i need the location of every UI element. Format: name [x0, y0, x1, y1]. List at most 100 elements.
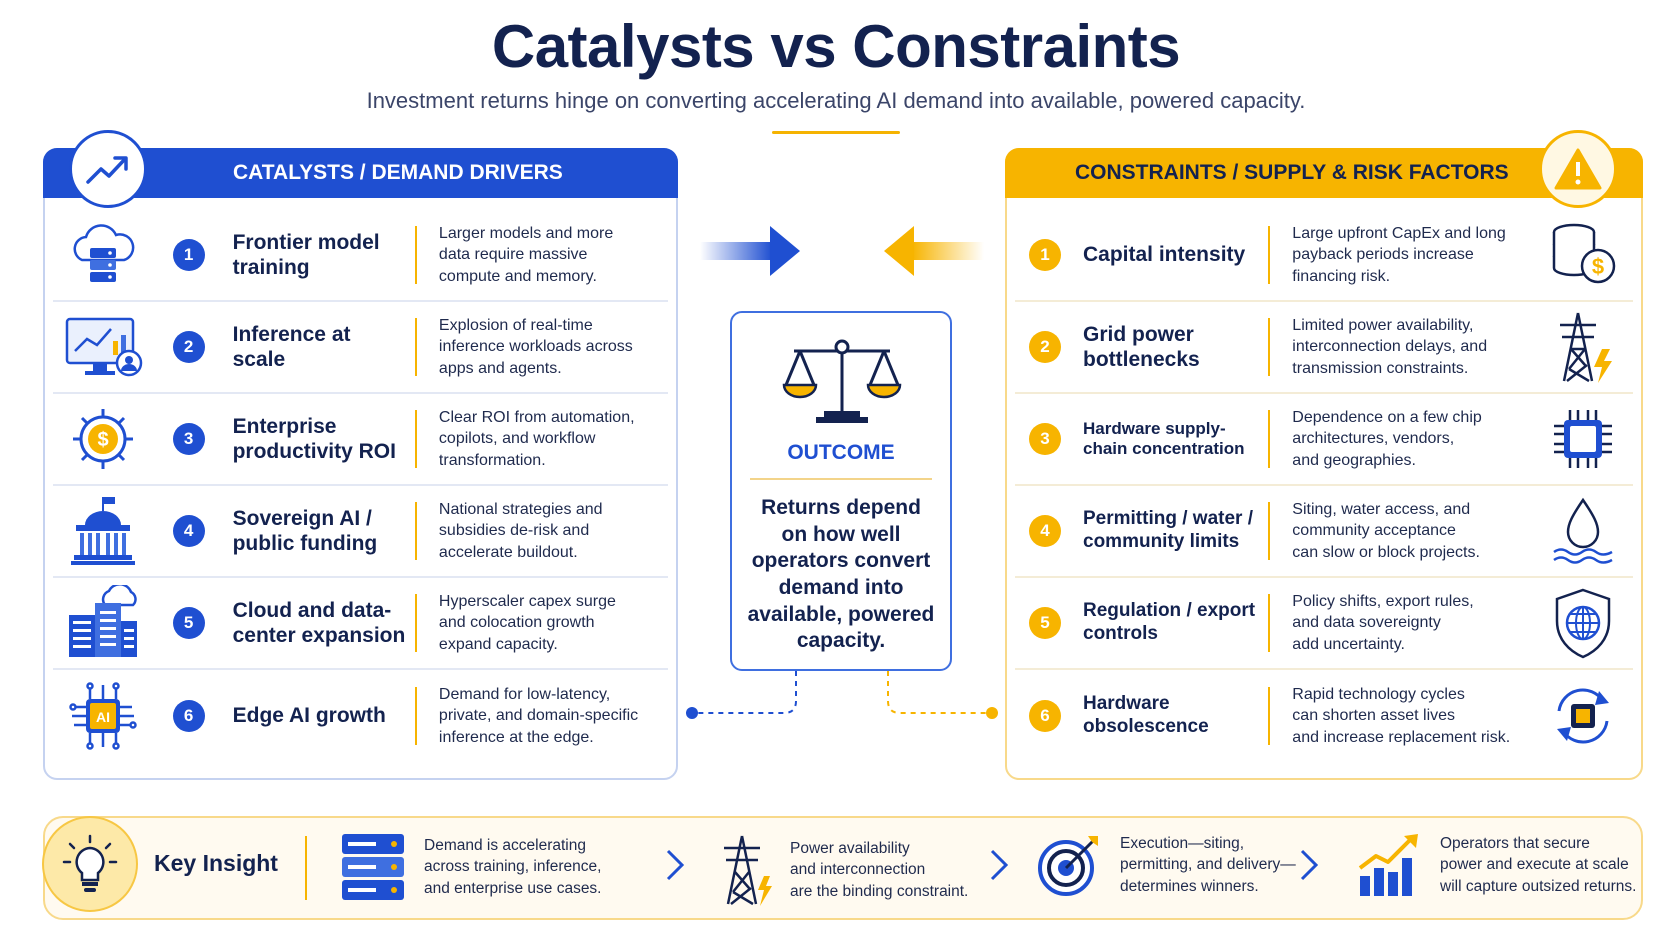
- row-number: 3: [1029, 423, 1061, 455]
- chevron-right-icon: [1300, 849, 1319, 881]
- ai-chip-icon: AI: [53, 676, 153, 756]
- row-divider: [414, 226, 417, 284]
- row-divider: [414, 318, 417, 376]
- svg-text:$: $: [1592, 254, 1604, 279]
- row-title: Hardware supply-chain concentration: [1083, 418, 1245, 458]
- row-divider: [1268, 226, 1271, 284]
- row-divider: [1268, 594, 1271, 652]
- catalyst-row: 4 Sovereign AI / public funding National…: [53, 486, 668, 578]
- constraints-panel: CONSTRAINTS / SUPPLY & RISK FACTORS 1 Ca…: [1005, 130, 1643, 780]
- row-number: 3: [172, 423, 205, 455]
- row-description: Demand for low-latency,private, and doma…: [438, 685, 639, 746]
- row-number: 2: [1029, 331, 1061, 363]
- cloud-datacenter-icon: [53, 583, 153, 663]
- warning-icon: [1539, 130, 1617, 208]
- government-building-icon: [53, 491, 153, 571]
- growth-bars-icon: [1358, 834, 1418, 896]
- title-underline: [772, 131, 900, 134]
- balance-scale-icon: [782, 339, 902, 423]
- cloud-server-icon: [53, 215, 153, 295]
- row-divider: [1268, 502, 1271, 560]
- row-title: Enterprise productivity ROI: [232, 414, 396, 463]
- row-title: Grid power bottlenecks: [1083, 322, 1200, 371]
- trend-up-icon: [69, 130, 147, 208]
- row-title: Frontier model training: [232, 230, 380, 279]
- row-divider: [1268, 687, 1271, 745]
- catalyst-row: 2 Inference at scale Explosion of real-t…: [53, 302, 668, 394]
- row-title: Permitting / water / community limits: [1083, 508, 1253, 552]
- row-number: 1: [1029, 239, 1061, 271]
- svg-text:AI: AI: [96, 709, 110, 725]
- row-divider: [414, 502, 417, 560]
- insight-item: Execution—siting,permitting, and deliver…: [1036, 832, 1296, 898]
- row-number: 5: [172, 607, 205, 639]
- arrow-left-icon: [884, 226, 984, 276]
- row-description: Limited power availability,interconnecti…: [1292, 316, 1488, 377]
- chip-refresh-icon: [1541, 676, 1625, 756]
- outcome-connectors: [686, 671, 998, 719]
- gear-dollar-icon: $: [53, 399, 153, 479]
- chip-icon: [1541, 399, 1625, 479]
- page-subtitle: Investment returns hinge on converting a…: [366, 88, 1306, 113]
- row-number: 2: [172, 331, 205, 363]
- row-number: 4: [172, 515, 205, 547]
- catalyst-row: $ 3 Enterprise productivity ROI Clear RO…: [53, 394, 668, 486]
- row-title: Inference at scale: [232, 322, 351, 371]
- row-number: 6: [172, 700, 205, 732]
- constraint-row: 1 Capital intensity Large upfront CapEx …: [1015, 210, 1633, 302]
- constraint-row: 5 Regulation / export controls Policy sh…: [1015, 578, 1633, 670]
- key-insight-label: Key Insight: [154, 850, 278, 876]
- power-tower-icon: [724, 835, 772, 906]
- chevron-right-icon: [666, 849, 685, 881]
- catalysts-header: CATALYSTS / DEMAND DRIVERS: [43, 148, 678, 198]
- row-description: Clear ROI from automation,copilots, and …: [438, 408, 635, 469]
- lightbulb-icon: [42, 816, 138, 912]
- row-title: Cloud and data-center expansion: [232, 598, 406, 647]
- water-drop-icon: [1541, 491, 1625, 571]
- catalyst-row: 5 Cloud and data-center expansion Hypers…: [53, 578, 668, 670]
- arrow-right-icon: [700, 226, 800, 276]
- svg-text:$: $: [97, 429, 108, 451]
- row-title: Capital intensity: [1083, 243, 1246, 267]
- coins-dollar-icon: $: [1541, 215, 1625, 295]
- row-divider: [1268, 410, 1271, 468]
- insight-divider: [305, 836, 307, 900]
- row-divider: [1268, 318, 1271, 376]
- page-title: Catalysts vs Constraints: [491, 13, 1181, 80]
- target-icon: [1038, 836, 1098, 896]
- power-tower-icon: [1541, 307, 1625, 387]
- row-title: Edge AI growth: [232, 704, 386, 728]
- constraints-heading: CONSTRAINTS / SUPPLY & RISK FACTORS: [1075, 161, 1509, 184]
- insight-text: Execution—siting,permitting, and deliver…: [1120, 834, 1296, 895]
- outcome-divider: [750, 478, 932, 480]
- row-title: Sovereign AI / public funding: [232, 506, 378, 555]
- constraint-row: 4 Permitting / water / community limits …: [1015, 486, 1633, 578]
- catalyst-row: 1 Frontier model training Larger models …: [53, 210, 668, 302]
- outcome-label: OUTCOME: [787, 441, 895, 464]
- constraint-row: 2 Grid power bottlenecks Limited power a…: [1015, 302, 1633, 394]
- row-number: 5: [1029, 607, 1061, 639]
- row-divider: [414, 594, 417, 652]
- catalyst-row: AI 6 Edge AI growth Demand for low-laten…: [53, 670, 668, 762]
- chevron-right-icon: [990, 849, 1009, 881]
- row-title: Regulation / export controls: [1083, 600, 1256, 644]
- row-number: 4: [1029, 515, 1061, 547]
- row-divider: [414, 410, 417, 468]
- row-number: 6: [1029, 700, 1061, 732]
- monitor-chart-user-icon: [53, 307, 153, 387]
- catalysts-heading: CATALYSTS / DEMAND DRIVERS: [233, 161, 563, 184]
